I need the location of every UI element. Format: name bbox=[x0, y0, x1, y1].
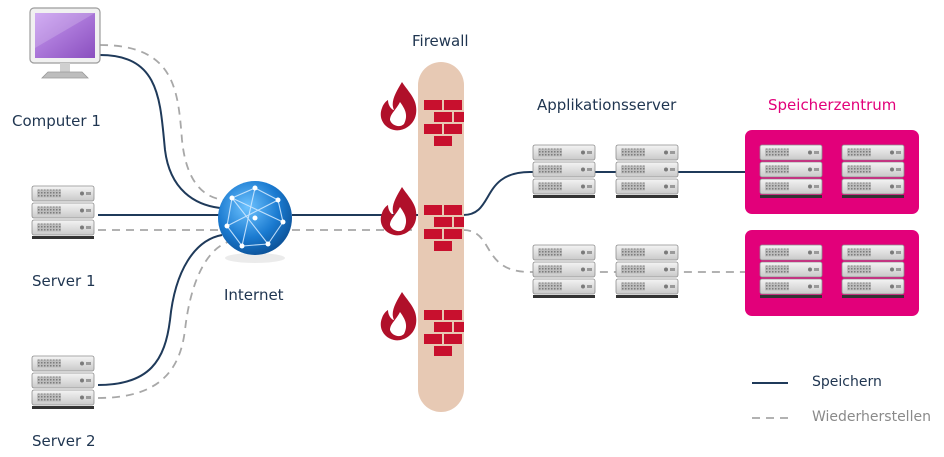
globe-icon bbox=[218, 181, 292, 263]
line-server2-restore bbox=[97, 241, 229, 399]
line-firewall-app-restore bbox=[462, 229, 745, 273]
legend-restore-label: Wiederherstellen bbox=[812, 409, 931, 425]
server1-icon bbox=[32, 186, 94, 239]
line-firewall-app-store bbox=[462, 171, 745, 216]
store-lines bbox=[97, 54, 745, 386]
line-computer1-restore bbox=[99, 44, 226, 201]
app-server-icon bbox=[616, 145, 678, 198]
internet-label: Internet bbox=[224, 286, 284, 304]
flame-icon bbox=[380, 292, 417, 341]
flame-icon bbox=[380, 82, 417, 131]
firewall-label: Firewall bbox=[412, 32, 469, 50]
computer-icon bbox=[29, 7, 101, 79]
line-computer1-store bbox=[99, 54, 221, 209]
app-server-icon bbox=[533, 245, 595, 298]
storage-center-box bbox=[745, 130, 919, 214]
flame-icon bbox=[380, 187, 417, 236]
line-server2-store bbox=[97, 234, 223, 386]
legend-store-label: Speichern bbox=[812, 374, 882, 390]
app-server-icon bbox=[533, 145, 595, 198]
server2-icon bbox=[32, 356, 94, 409]
app-server-icon bbox=[616, 245, 678, 298]
server2-label: Server 2 bbox=[32, 432, 96, 450]
storage-center-box bbox=[745, 230, 919, 316]
server1-label: Server 1 bbox=[32, 272, 96, 290]
computer1-label: Computer 1 bbox=[12, 112, 101, 130]
app-servers-label: Applikationsserver bbox=[537, 96, 677, 114]
storage-center-label: Speicherzentrum bbox=[768, 96, 897, 114]
